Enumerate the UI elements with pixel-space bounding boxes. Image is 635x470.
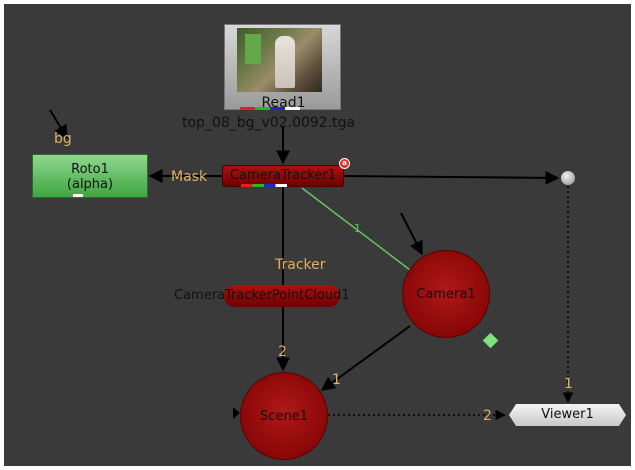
- read-channel-indicator: [240, 107, 300, 110]
- roto-node-channel: (alpha): [66, 177, 114, 192]
- pointcloud-input-label: Tracker: [275, 257, 326, 273]
- scene-input-marker: [233, 407, 240, 419]
- analysis-badge-icon: a: [339, 158, 350, 169]
- scene-node[interactable]: Scene1: [240, 372, 328, 460]
- tracker-camera-input-number: 1: [354, 222, 361, 235]
- roto-input-edge[interactable]: [49, 109, 68, 140]
- viewer-node[interactable]: Viewer1: [509, 404, 626, 426]
- dot-node[interactable]: [561, 171, 575, 185]
- tracker-to-camera-edge[interactable]: [301, 187, 411, 271]
- node-connections: [49, 109, 574, 421]
- camera-tracker-node-name: CameraTracker1: [229, 168, 337, 183]
- node-graph[interactable]: Read1 top_08_bg_v02.0092.tga bg Roto1 (a…: [4, 4, 631, 466]
- camera-input-edge[interactable]: [400, 212, 423, 256]
- camera-node-name: Camera1: [416, 287, 476, 302]
- read-thumbnail: [237, 28, 322, 92]
- roto-input-label: bg: [54, 131, 72, 147]
- scene-node-name: Scene1: [260, 409, 308, 424]
- viewer-node-name: Viewer1: [541, 407, 594, 422]
- camera-node[interactable]: Camera1: [402, 250, 490, 338]
- roto-node[interactable]: Roto1 (alpha): [32, 154, 148, 198]
- scene-input-1-label: 1: [332, 372, 341, 388]
- point-cloud-node[interactable]: [224, 285, 340, 307]
- read-node[interactable]: Read1: [224, 24, 341, 111]
- point-cloud-node-name: CameraTrackerPointCloud1: [174, 288, 350, 303]
- roto-channel-indicator: [73, 194, 83, 197]
- roto-node-name: Roto1: [71, 162, 109, 177]
- viewer-input-1-label: 1: [564, 376, 573, 392]
- camera-to-scene-edge[interactable]: [320, 325, 411, 391]
- mask-label: Mask: [171, 169, 208, 185]
- viewer-input-2-label: 2: [483, 408, 492, 424]
- camera-tracker-node[interactable]: CameraTracker1: [222, 165, 344, 187]
- scene-input-2-label: 2: [278, 344, 287, 360]
- tracker-to-dot-edge[interactable]: [343, 170, 560, 185]
- read-file-label: top_08_bg_v02.0092.tga: [182, 115, 356, 131]
- tracker-channel-indicator: [241, 184, 287, 187]
